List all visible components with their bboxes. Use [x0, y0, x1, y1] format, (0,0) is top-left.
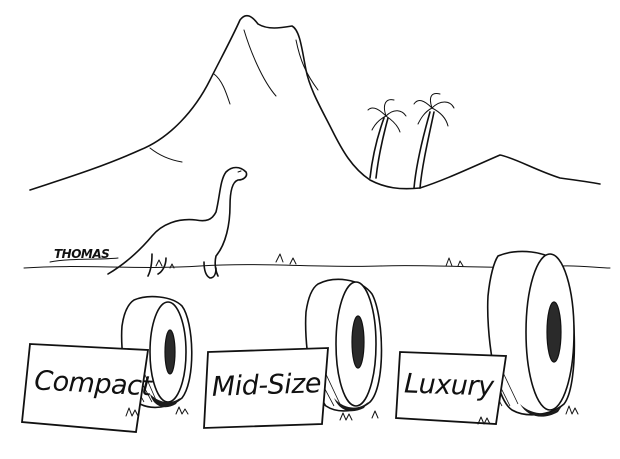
midsize-exhibit: Mid-Size — [203, 278, 383, 429]
luxury-sign: Luxury — [395, 351, 508, 425]
midsize-sign-label: Mid-Size — [211, 368, 321, 403]
dinosaur — [107, 166, 248, 279]
mountain — [29, 14, 601, 191]
luxury-sign-label: Luxury — [404, 368, 496, 402]
compact-sign: Compact — [21, 343, 154, 433]
midsize-sign: Mid-Size — [203, 347, 329, 429]
artist-signature: THOMAS — [49, 247, 119, 263]
palm-trees — [367, 93, 455, 189]
compact-sign-label: Compact — [33, 365, 154, 402]
luxury-exhibit: Luxury — [395, 250, 576, 425]
signature-text: THOMAS — [54, 247, 109, 261]
luxury-tire — [483, 250, 576, 417]
compact-tire — [120, 295, 193, 409]
grass-tufts — [125, 405, 579, 425]
compact-exhibit: Compact — [21, 295, 193, 433]
